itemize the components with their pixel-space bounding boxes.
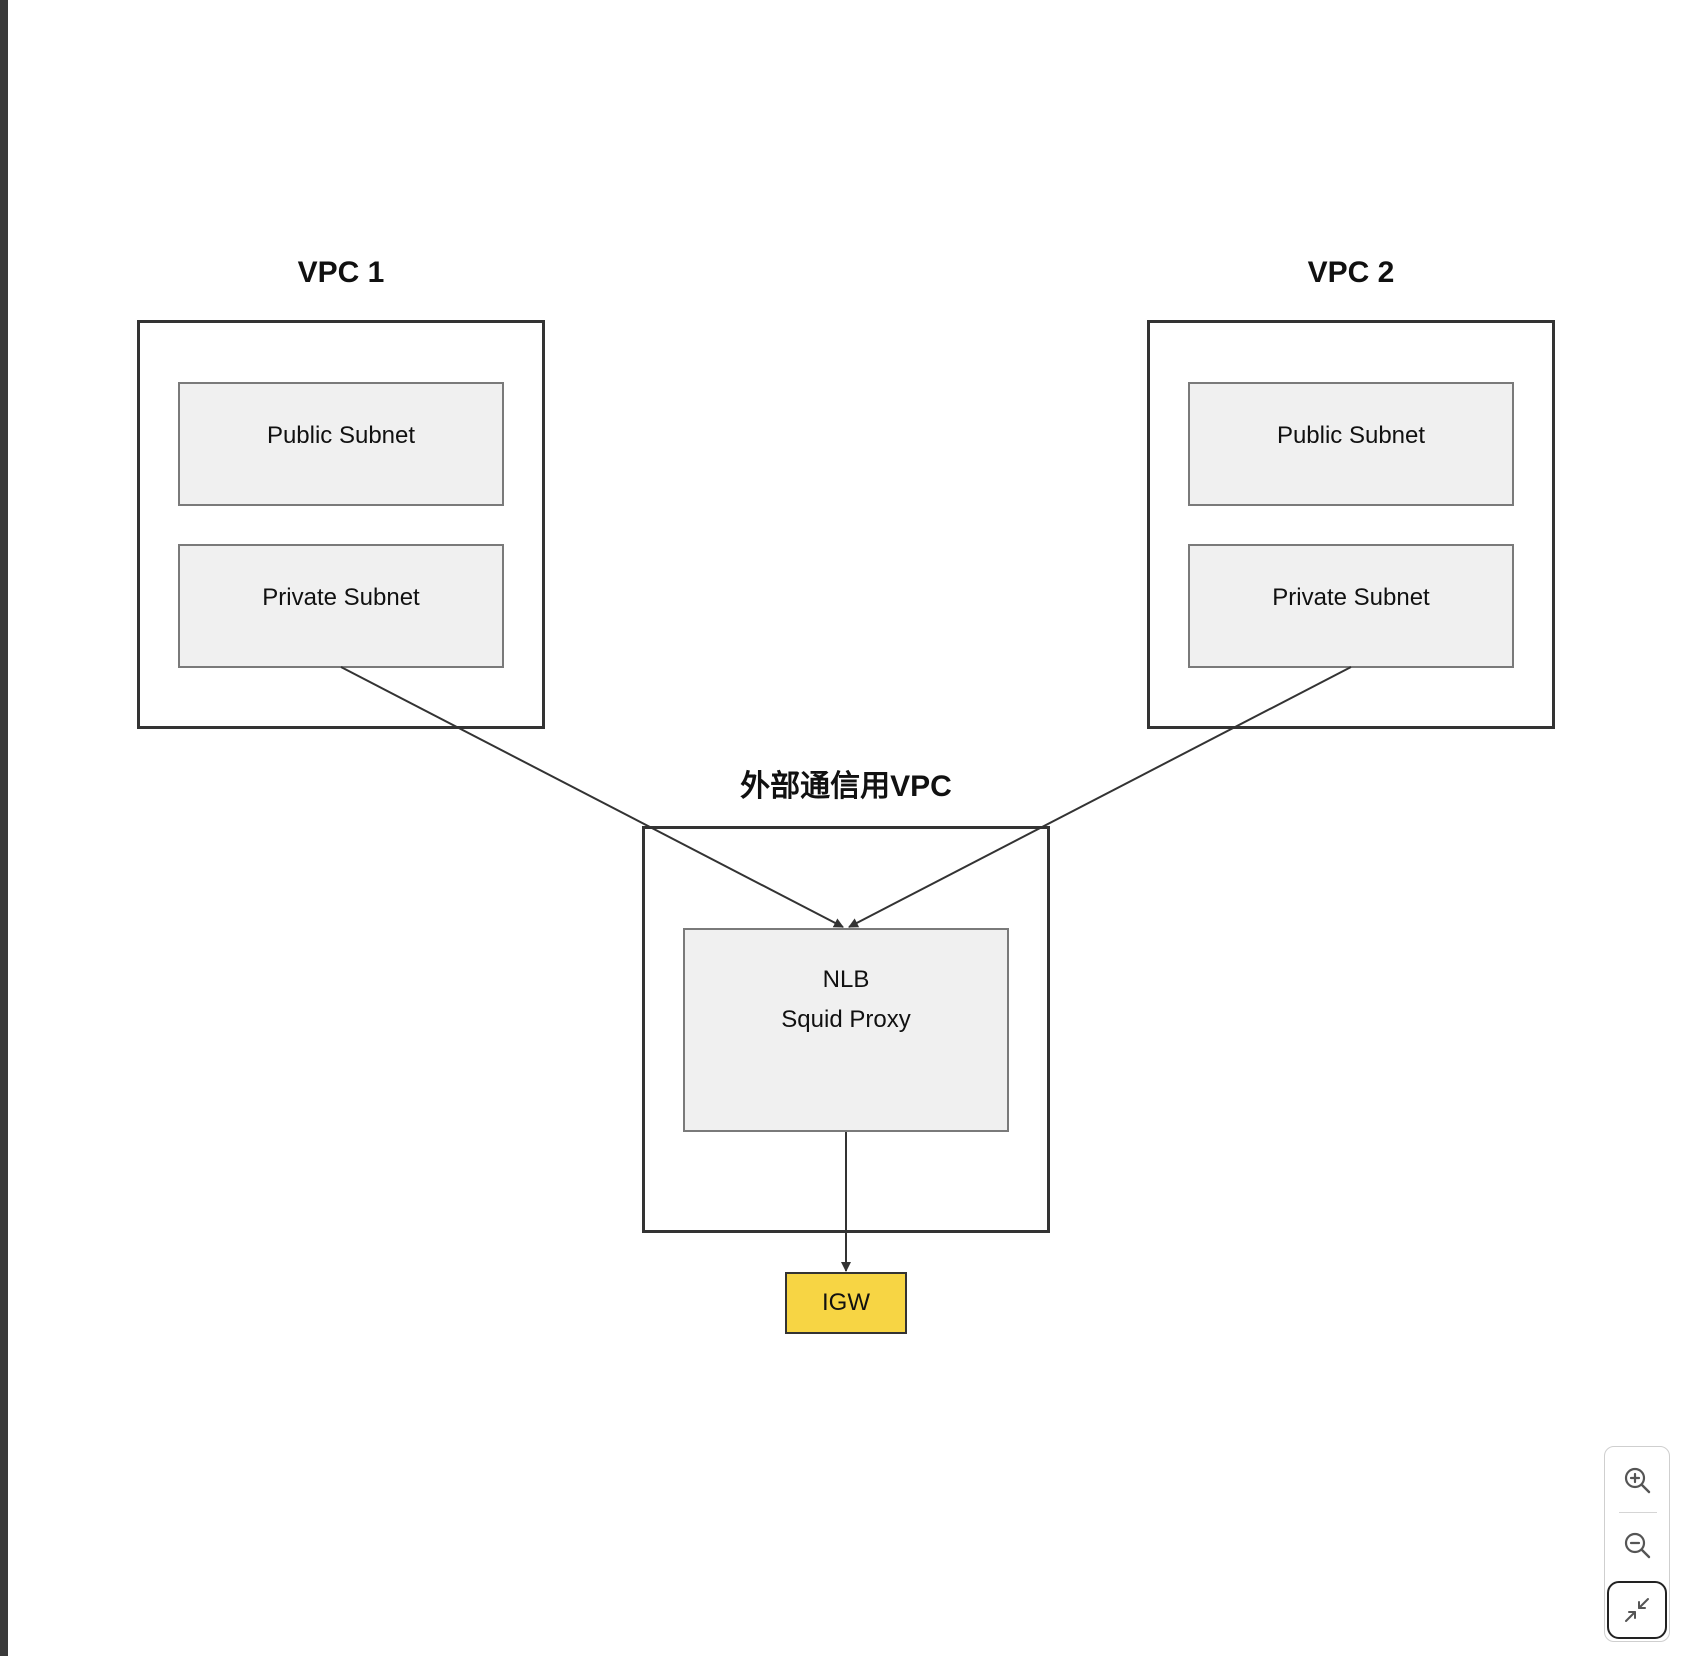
edge-vpc1-private-to-nlb (340, 666, 844, 928)
fit-view-button[interactable] (1607, 1581, 1667, 1639)
window-left-edge (0, 0, 8, 1656)
zoom-out-icon (1624, 1532, 1651, 1559)
zoom-separator (1619, 1512, 1657, 1513)
vpc1-title: VPC 1 (297, 256, 385, 289)
vpc2-public-subnet-label: Public Subnet (1276, 422, 1426, 449)
zoom-in-icon (1624, 1467, 1651, 1494)
vpc1-private-subnet-label: Private Subnet (262, 584, 420, 611)
vpc2-private-subnet[interactable]: Private Subnet (1188, 544, 1514, 668)
vpc2-title: VPC 2 (1307, 256, 1395, 289)
zoom-controls (1604, 1446, 1670, 1642)
nlb-label: NLB (822, 966, 870, 993)
vpc2-private-subnet-label: Private Subnet (1272, 584, 1430, 611)
zoom-in-button[interactable] (1613, 1456, 1661, 1504)
zoom-out-button[interactable] (1613, 1521, 1661, 1569)
nlb-squid-proxy-node[interactable]: NLB Squid Proxy (683, 928, 1009, 1132)
vpc2-public-subnet[interactable]: Public Subnet (1188, 382, 1514, 506)
vpc1-public-subnet[interactable]: Public Subnet (178, 382, 504, 506)
external-vpc-title: 外部通信用VPC (740, 770, 952, 803)
igw-node[interactable]: IGW (785, 1272, 907, 1334)
fit-view-icon (1625, 1598, 1649, 1622)
vpc1-private-subnet[interactable]: Private Subnet (178, 544, 504, 668)
vpc2-container (1147, 320, 1555, 729)
squid-proxy-label: Squid Proxy (781, 1006, 911, 1033)
vpc1-public-subnet-label: Public Subnet (266, 422, 416, 449)
vpc1-container (137, 320, 545, 729)
edge-vpc2-private-to-nlb (848, 666, 1352, 928)
